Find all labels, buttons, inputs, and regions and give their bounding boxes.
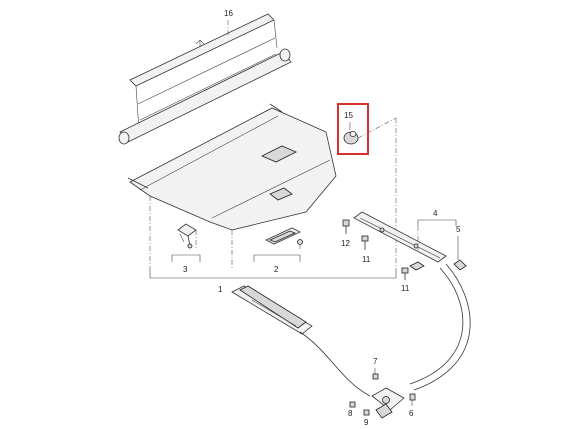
bowden-cable-left (299, 331, 371, 397)
grip-part-2 (265, 227, 303, 245)
callout-9: 9 (364, 418, 369, 427)
bowden-cable-right (409, 267, 464, 385)
roller-blind-assembly (118, 13, 292, 145)
bolt-part-12 (342, 219, 350, 234)
callout-11-lower: 11 (401, 284, 410, 293)
bracket-1 (149, 270, 397, 279)
clip-part-5 (453, 236, 467, 271)
callout-3: 3 (183, 265, 188, 274)
bolt-part-9 (363, 409, 370, 416)
callout-1: 1 (218, 285, 223, 294)
latch-rail-part-4 (353, 211, 447, 271)
bracket-2 (253, 254, 301, 262)
bracket-3 (171, 254, 201, 262)
callout-15: 15 (344, 111, 353, 120)
callout-16: 16 (224, 9, 233, 18)
bracket-4 (417, 219, 457, 226)
callout-8: 8 (348, 409, 353, 418)
bolt-part-6 (409, 393, 416, 406)
callout-11-upper: 11 (362, 255, 371, 264)
actuator-housing (231, 285, 313, 335)
lock-mechanism (371, 387, 405, 419)
callout-6: 6 (409, 409, 414, 418)
bolt-part-11-upper (361, 235, 369, 250)
bolt-part-7 (372, 368, 379, 380)
luggage-cover-panel (127, 103, 337, 231)
callout-12: 12 (341, 239, 350, 248)
bolt-part-8 (349, 401, 356, 408)
fastener-part-3 (177, 223, 197, 249)
highlight-box-part-15[interactable] (337, 103, 369, 155)
callout-5: 5 (456, 225, 461, 234)
callout-7: 7 (373, 357, 378, 366)
callout-4: 4 (433, 209, 438, 218)
callout-2: 2 (274, 265, 279, 274)
bolt-part-11-lower (401, 267, 409, 280)
clip-part-15 (343, 117, 397, 145)
